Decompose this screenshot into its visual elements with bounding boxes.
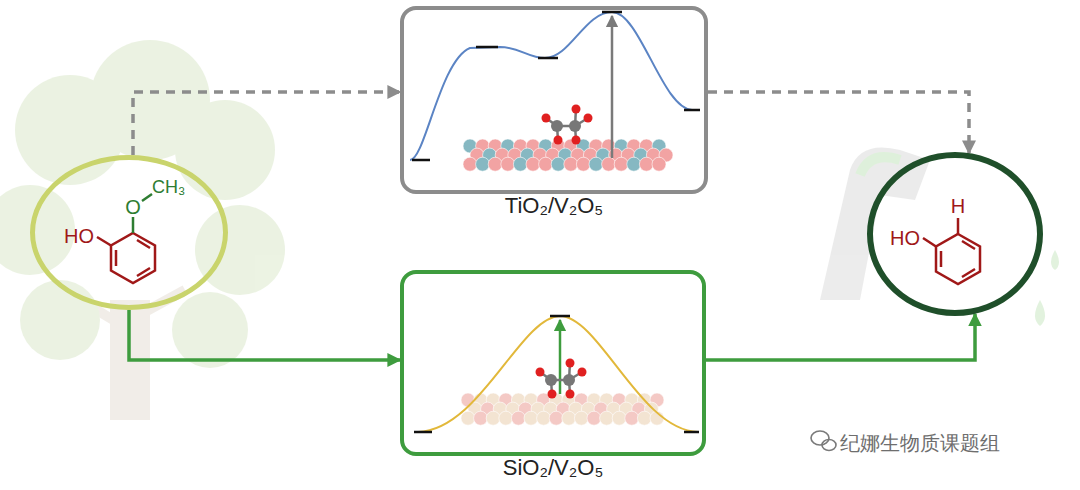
- adsorbed-molecule: [542, 105, 593, 145]
- icon-bubble: [822, 440, 836, 451]
- atom-label: H: [951, 195, 965, 217]
- pump-hose: [860, 157, 900, 175]
- atom-label: HO: [64, 225, 94, 247]
- oxygen-atom: [548, 390, 557, 399]
- energy-level: [412, 12, 700, 160]
- bond: [957, 218, 960, 234]
- surface-atom: [564, 157, 578, 171]
- watermark: 纪娜生物质课题组: [840, 430, 1000, 457]
- surface-atom: [486, 411, 500, 425]
- reactant-circle: HO O CH₃: [30, 155, 228, 310]
- surface-atom: [526, 157, 540, 171]
- catalyst-panel: TiO₂/V₂O₅: [400, 6, 708, 194]
- double-bond: [116, 240, 150, 276]
- oxygen-atom: [536, 368, 545, 377]
- surface-atom: [476, 157, 490, 171]
- surface-atom: [511, 411, 525, 425]
- catalyst-surface: [461, 393, 664, 425]
- energy-curve: [418, 316, 698, 432]
- tree-foliage: [195, 205, 285, 295]
- oxygen-atom: [542, 114, 551, 123]
- adsorbed-molecule: [536, 359, 587, 399]
- bond: [142, 194, 152, 201]
- surface-atom: [537, 411, 551, 425]
- surface-atom: [539, 157, 553, 171]
- fuel-drop: [1035, 300, 1045, 326]
- tree-background: [0, 40, 285, 420]
- catalyst-label: TiO₂/V₂O₅: [505, 194, 603, 218]
- barrier-arrow: [611, 16, 614, 158]
- oxygen-atom: [566, 390, 575, 399]
- oxygen-atom: [584, 114, 593, 123]
- surface-atom: [524, 411, 538, 425]
- surface-atom: [501, 157, 515, 171]
- surface-atom: [637, 411, 651, 425]
- energy-profile-sio2: [414, 316, 699, 432]
- phenol-structure: [923, 218, 980, 284]
- oxygen-atom: [578, 368, 587, 377]
- surface-atom: [488, 157, 502, 171]
- surface-atom: [627, 157, 641, 171]
- atom-label: O: [125, 196, 141, 218]
- surface-atom: [461, 411, 475, 425]
- carbon-atom: [563, 374, 575, 386]
- catalyst-surface: [463, 139, 673, 171]
- product-circle: H HO: [867, 152, 1043, 316]
- oxygen-atom: [566, 359, 575, 368]
- flow-arrow: [706, 314, 975, 360]
- atom-label: HO: [890, 227, 920, 249]
- double-bond: [941, 241, 975, 277]
- surface-atom: [639, 157, 653, 171]
- catalyst-label: SiO₂/V₂O₅: [503, 456, 604, 480]
- tree-foliage: [172, 292, 248, 368]
- surface-atom: [600, 411, 614, 425]
- surface-atom: [614, 157, 628, 171]
- flow-arrow: [129, 310, 400, 360]
- oxygen-atom: [572, 105, 581, 114]
- surface-atom: [625, 411, 639, 425]
- atom-label: CH₃: [152, 178, 185, 198]
- bond: [132, 217, 135, 233]
- bond: [97, 237, 111, 246]
- surface-atom: [562, 411, 576, 425]
- oxygen-atom: [554, 136, 563, 145]
- surface-atom: [574, 411, 588, 425]
- tree-foliage: [20, 280, 100, 360]
- fuel-pump-background: [820, 148, 1059, 327]
- surface-atom: [499, 411, 513, 425]
- energy-level: [414, 316, 699, 432]
- pump-nozzle: [820, 148, 930, 301]
- oxygen-atom: [572, 136, 581, 145]
- surface-atom: [587, 411, 601, 425]
- bond: [923, 238, 936, 247]
- wechat-icon: [811, 431, 836, 451]
- surface-atom: [474, 411, 488, 425]
- surface-atom: [576, 157, 590, 171]
- surface-atom: [549, 411, 563, 425]
- surface-atom: [602, 157, 616, 171]
- surface-atom: [652, 157, 666, 171]
- icon-bubble: [811, 431, 829, 445]
- flow-arrow: [133, 92, 400, 155]
- benzene-ring: [111, 233, 155, 283]
- energy-curve: [410, 12, 692, 160]
- carbon-atom: [545, 374, 557, 386]
- carbon-atom: [569, 120, 581, 132]
- carbon-atom: [551, 120, 563, 132]
- surface-atom: [589, 157, 603, 171]
- fuel-drop: [1051, 250, 1059, 270]
- surface-atom: [513, 157, 527, 171]
- flow-arrow: [708, 92, 969, 153]
- energy-profile-tio2: [410, 12, 700, 171]
- tree-foliage: [0, 185, 75, 275]
- surface-atom: [551, 157, 565, 171]
- catalyst-panel: SiO₂/V₂O₅: [400, 270, 706, 456]
- tree-foliage: [175, 100, 275, 200]
- surface-atom: [463, 157, 477, 171]
- guaiacol-structure: [97, 194, 155, 283]
- barrier-arrow: [559, 320, 562, 394]
- benzene-ring: [936, 234, 980, 284]
- surface-atom: [612, 411, 626, 425]
